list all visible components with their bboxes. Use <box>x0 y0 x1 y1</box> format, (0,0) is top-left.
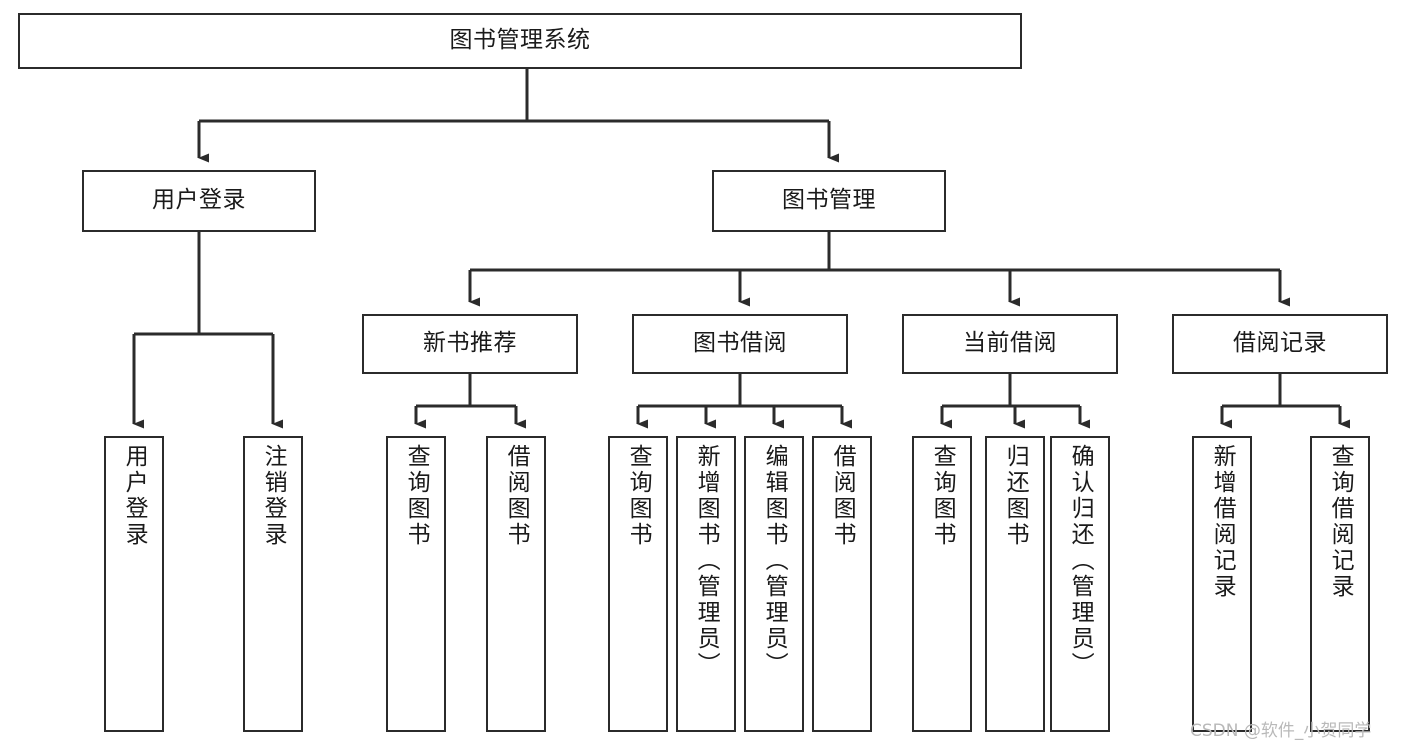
leaf-borrow-book-2[interactable]: 借阅图书 <box>812 436 872 732</box>
leaf-return-book-label: 归还图书 <box>1002 444 1029 548</box>
leaf-edit-book-admin[interactable]: 编辑图书（管理员） <box>744 436 804 732</box>
node-user-login[interactable]: 用户登录 <box>82 170 316 232</box>
node-current-borrow[interactable]: 当前借阅 <box>902 314 1118 374</box>
leaf-query-record[interactable]: 查询借阅记录 <box>1310 436 1370 732</box>
csdn-watermark: CSDN @软件_小贺同学 <box>1190 721 1372 741</box>
leaf-borrow-book-1-label: 借阅图书 <box>503 444 530 548</box>
leaf-query-book-3-label: 查询图书 <box>929 444 956 548</box>
leaf-confirm-return-label: 确认归还（管理员） <box>1067 444 1094 678</box>
node-new-book-recommend-label: 新书推荐 <box>423 330 517 357</box>
leaf-query-book-2-label: 查询图书 <box>625 444 652 548</box>
node-user-login-label: 用户登录 <box>152 187 246 214</box>
node-root-system[interactable]: 图书管理系统 <box>18 13 1022 69</box>
leaf-add-record[interactable]: 新增借阅记录 <box>1192 436 1252 732</box>
leaf-borrow-book-1[interactable]: 借阅图书 <box>486 436 546 732</box>
node-book-borrow-label: 图书借阅 <box>693 330 787 357</box>
node-book-borrow[interactable]: 图书借阅 <box>632 314 848 374</box>
leaf-query-book-1[interactable]: 查询图书 <box>386 436 446 732</box>
node-borrow-record-label: 借阅记录 <box>1233 330 1327 357</box>
leaf-return-book[interactable]: 归还图书 <box>985 436 1045 732</box>
leaf-add-book-admin[interactable]: 新增图书（管理员） <box>676 436 736 732</box>
node-book-manage-label: 图书管理 <box>782 187 876 214</box>
leaf-user-login-label: 用户登录 <box>121 444 148 548</box>
leaf-user-login[interactable]: 用户登录 <box>104 436 164 732</box>
node-current-borrow-label: 当前借阅 <box>963 330 1057 357</box>
leaf-query-book-1-label: 查询图书 <box>403 444 430 548</box>
leaf-add-record-label: 新增借阅记录 <box>1209 444 1236 600</box>
node-root-system-label: 图书管理系统 <box>449 27 591 54</box>
leaf-logout-login[interactable]: 注销登录 <box>243 436 303 732</box>
node-borrow-record[interactable]: 借阅记录 <box>1172 314 1388 374</box>
leaf-query-record-label: 查询借阅记录 <box>1327 444 1354 600</box>
leaf-edit-book-admin-label: 编辑图书（管理员） <box>761 444 788 678</box>
node-new-book-recommend[interactable]: 新书推荐 <box>362 314 578 374</box>
leaf-query-book-3[interactable]: 查询图书 <box>912 436 972 732</box>
leaf-confirm-return[interactable]: 确认归还（管理员） <box>1050 436 1110 732</box>
leaf-borrow-book-2-label: 借阅图书 <box>829 444 856 548</box>
node-book-manage[interactable]: 图书管理 <box>712 170 946 232</box>
leaf-query-book-2[interactable]: 查询图书 <box>608 436 668 732</box>
leaf-logout-login-label: 注销登录 <box>260 444 287 548</box>
leaf-add-book-admin-label: 新增图书（管理员） <box>693 444 720 678</box>
